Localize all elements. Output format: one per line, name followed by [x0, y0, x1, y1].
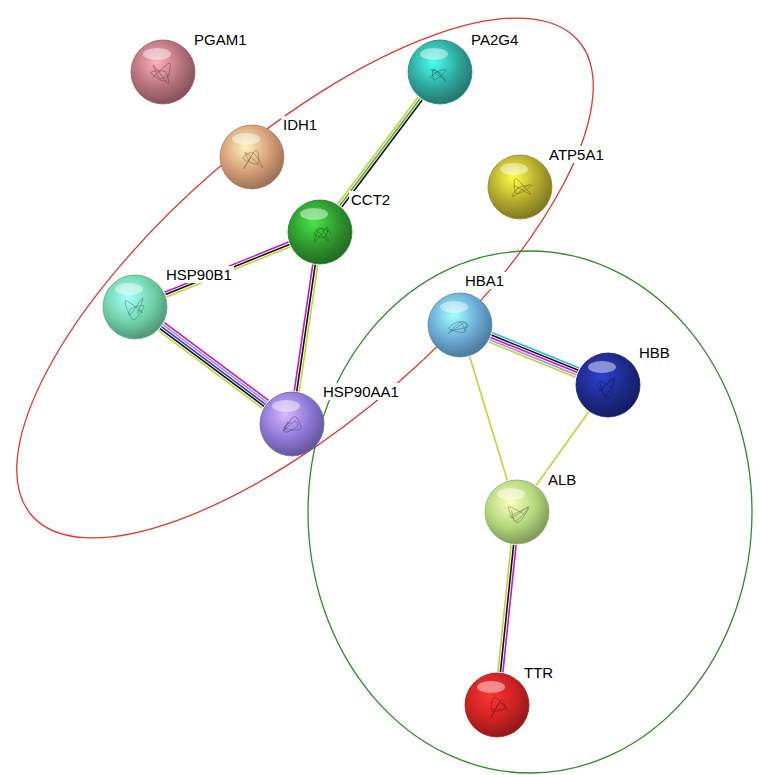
node-sphere [575, 352, 641, 418]
node-sphere [464, 672, 530, 738]
protein-label: HSP90AA1 [321, 383, 401, 400]
node-highlight [300, 208, 328, 220]
evidence-strand [163, 325, 267, 403]
node-highlight [500, 163, 528, 175]
protein-structure [508, 507, 528, 523]
protein-structure [125, 298, 144, 319]
node-sphere [484, 479, 550, 545]
node-sphere [130, 39, 196, 105]
interaction-edge [470, 357, 508, 481]
node-highlight [420, 48, 448, 60]
evidence-strand [498, 545, 511, 672]
protein-node: HSP90B1 [102, 274, 168, 340]
interaction-edge [165, 242, 291, 297]
node-circle [485, 480, 549, 544]
protein-label: ATP5A1 [547, 146, 606, 163]
node-highlight [115, 283, 143, 295]
node-circle [465, 673, 529, 737]
evidence-strand [338, 97, 418, 204]
evidence-strand [297, 265, 315, 392]
protein-node: PGAM1 [130, 39, 196, 105]
protein-structure [512, 179, 532, 197]
protein-node: ATP5A1 [487, 154, 553, 220]
green-cluster-outline [308, 251, 752, 773]
evidence-strand [160, 329, 264, 407]
protein-node: HBB [575, 352, 641, 418]
protein-structure [596, 378, 614, 397]
protein-structure [491, 697, 509, 718]
protein-node: HSP90AA1 [259, 391, 325, 457]
protein-node: HBA1 [427, 292, 493, 358]
evidence-strand [489, 342, 576, 377]
node-highlight [272, 400, 300, 412]
node-circle [131, 40, 195, 104]
protein-node: CCT2 [287, 199, 353, 265]
evidence-strand [490, 340, 577, 375]
node-circle [260, 392, 324, 456]
evidence-strand [340, 98, 420, 205]
protein-structure [314, 227, 331, 242]
protein-label: PGAM1 [192, 31, 249, 48]
protein-label: HBA1 [463, 272, 506, 289]
evidence-strand [165, 242, 289, 292]
node-circle [103, 275, 167, 339]
node-circle [576, 353, 640, 417]
protein-structure [151, 63, 170, 84]
evidence-strand [492, 333, 579, 368]
node-sphere [219, 124, 285, 190]
node-sphere [427, 292, 493, 358]
protein-label: ALB [546, 471, 578, 488]
node-sphere [102, 274, 168, 340]
evidence-strand [161, 327, 265, 405]
protein-label: TTR [522, 664, 555, 681]
protein-node: ALB [484, 479, 550, 545]
red-cluster-outline [0, 0, 670, 621]
protein-structure [429, 69, 446, 81]
evidence-strand [491, 337, 578, 372]
interaction-edge [158, 323, 268, 409]
protein-label: HSP90B1 [164, 266, 234, 283]
protein-label: PA2G4 [469, 31, 520, 48]
node-circle [288, 200, 352, 264]
node-highlight [588, 361, 616, 373]
protein-node: PA2G4 [407, 39, 473, 105]
protein-structure [448, 322, 468, 334]
evidence-strand [500, 545, 513, 672]
node-highlight [143, 48, 171, 60]
node-sphere [287, 199, 353, 265]
protein-node: IDH1 [219, 124, 285, 190]
evidence-strand [492, 335, 579, 370]
evidence-strand [294, 264, 312, 391]
node-highlight [440, 301, 468, 313]
protein-structure [243, 150, 263, 169]
evidence-strand [299, 265, 317, 392]
node-sphere [407, 39, 473, 105]
node-circle [220, 125, 284, 189]
node-circle [428, 293, 492, 357]
node-sphere [487, 154, 553, 220]
protein-label: CCT2 [349, 191, 392, 208]
node-circle [488, 155, 552, 219]
node-highlight [232, 133, 260, 145]
evidence-strand [164, 323, 268, 401]
node-highlight [497, 488, 525, 500]
interaction-edge [498, 545, 516, 673]
node-circle [408, 40, 472, 104]
protein-node: TTR [464, 672, 530, 738]
interaction-edge [294, 264, 317, 391]
evidence-strand [158, 331, 262, 409]
protein-label: HBB [637, 344, 672, 361]
evidence-strand [470, 357, 508, 481]
node-highlight [477, 681, 505, 693]
protein-label: IDH1 [281, 116, 319, 133]
interaction-edge [489, 333, 580, 377]
protein-structure [283, 417, 301, 433]
interaction-edge [338, 97, 422, 207]
node-sphere [259, 391, 325, 457]
evidence-strand [342, 100, 422, 207]
